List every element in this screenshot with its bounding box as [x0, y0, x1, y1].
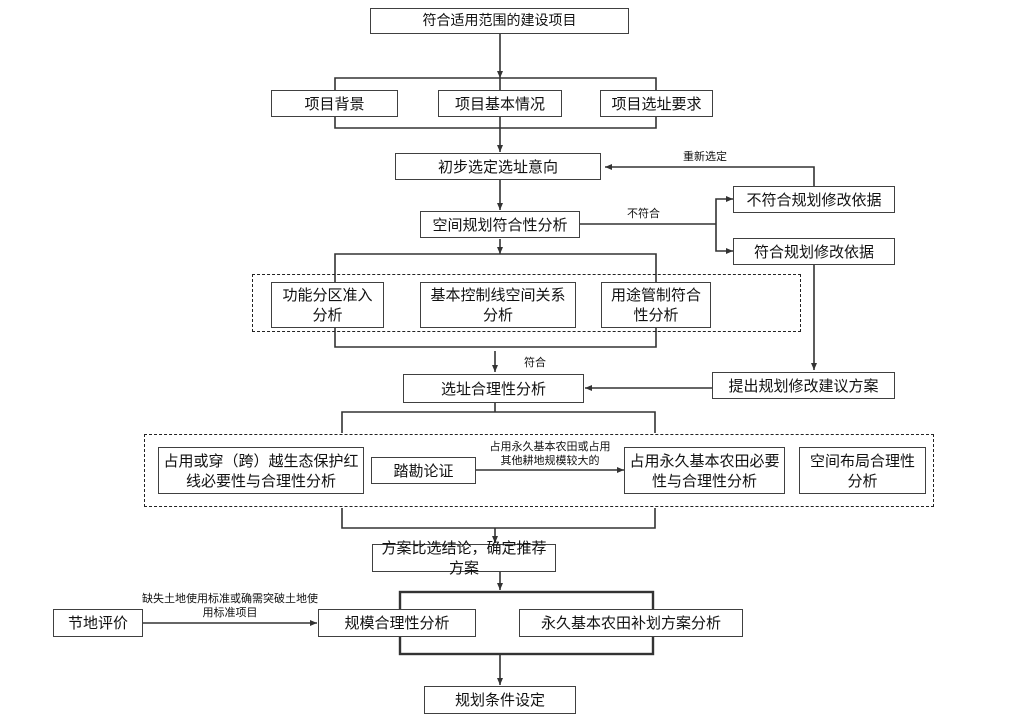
node-basic-info: 项目基本情况 — [438, 90, 562, 117]
label-conform: 符合 — [524, 356, 546, 369]
node-background: 项目背景 — [271, 90, 398, 117]
join-three — [334, 116, 657, 129]
node-preliminary-site: 初步选定选址意向 — [395, 153, 601, 180]
branch-group2-top — [341, 411, 656, 433]
node-farmland-necessity: 占用永久基本农田必要性与合理性分析 — [624, 447, 785, 494]
node-start: 符合适用范围的建设项目 — [370, 8, 629, 34]
node-planning-conditions: 规划条件设定 — [424, 686, 576, 714]
node-use-control-main: 用途管制符合性分析 — [601, 282, 711, 328]
label-not-conform: 不符合 — [627, 207, 660, 220]
node-spatial-conformity: 空间规划符合性分析 — [420, 211, 580, 238]
branch-top — [334, 77, 657, 90]
node-ecological-redline: 占用或穿（跨）越生态保护红线必要性与合理性分析 — [158, 447, 364, 494]
node-conform-basis: 符合规划修改依据 — [733, 238, 895, 265]
edge-reselect — [605, 164, 815, 186]
analysis-group-2 — [144, 434, 934, 507]
node-plan-revision: 提出规划修改建议方案 — [712, 372, 895, 399]
node-scheme-conclusion: 方案比选结论，确定推荐方案 — [372, 539, 556, 577]
label-reselect: 重新选定 — [683, 150, 727, 163]
node-functional-zoning: 功能分区准入分析 — [271, 282, 384, 328]
node-field-survey: 踏勘论证 — [371, 457, 476, 484]
node-site-requirements: 项目选址要求 — [600, 90, 713, 117]
branch-analysis-top — [334, 253, 657, 285]
join-group2-bottom — [341, 508, 656, 529]
node-spatial-layout: 空间布局合理性分析 — [799, 447, 926, 494]
label-farmland-occupation: 占用永久基本农田或占用其他耕地规模较大的 — [489, 440, 611, 467]
join-analysis-bottom — [334, 328, 657, 348]
node-scale-rationality: 规模合理性分析 — [318, 609, 476, 637]
analysis-group-1 — [252, 274, 801, 332]
edge-to-not-conform-basis — [715, 196, 733, 224]
node-not-conform-basis: 不符合规划修改依据 — [733, 186, 895, 213]
edge-to-conform-basis — [715, 224, 733, 254]
node-site-rationality: 选址合理性分析 — [403, 374, 584, 403]
label-land-standard: 缺失土地使用标准或确需突破土地使用标准项目 — [142, 592, 318, 619]
node-land-saving: 节地评价 — [53, 609, 143, 637]
node-control-lines: 基本控制线空间关系分析 — [420, 282, 576, 328]
node-farmland-supplement: 永久基本农田补划方案分析 — [519, 609, 743, 637]
